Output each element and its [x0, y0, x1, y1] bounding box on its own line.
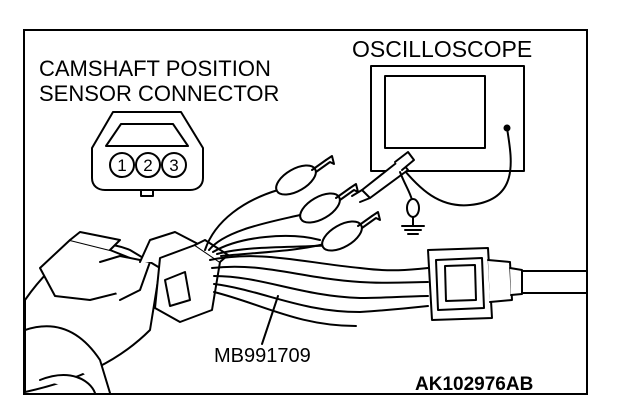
adapter-connector: [154, 239, 229, 323]
connector-label-line2: SENSOR CONNECTOR: [39, 81, 280, 106]
scope-probe: [351, 151, 415, 203]
figure-code: AK102976AB: [415, 374, 534, 395]
harness-cable: [521, 270, 586, 294]
connector-pins: 1 2 3: [109, 152, 187, 178]
sensor-body: [25, 231, 201, 393]
ground-clip: [399, 171, 425, 235]
harness-connector: [427, 247, 523, 321]
pin-2-label: 2: [143, 156, 152, 175]
probe-clip-2: [299, 183, 359, 224]
oscilloscope-label: OSCILLOSCOPE: [352, 36, 533, 62]
tool-leader-line: [261, 295, 279, 345]
tool-label: MB991709: [214, 345, 311, 367]
probe-clip-3: [321, 211, 381, 252]
probe-clip-1: [275, 155, 335, 196]
oscilloscope: [370, 65, 525, 172]
pin-1-label: 1: [117, 156, 126, 175]
connector-label-line1: CAMSHAFT POSITION: [39, 56, 271, 81]
pin-3-label: 3: [169, 156, 178, 175]
scope-lead: [399, 127, 512, 207]
